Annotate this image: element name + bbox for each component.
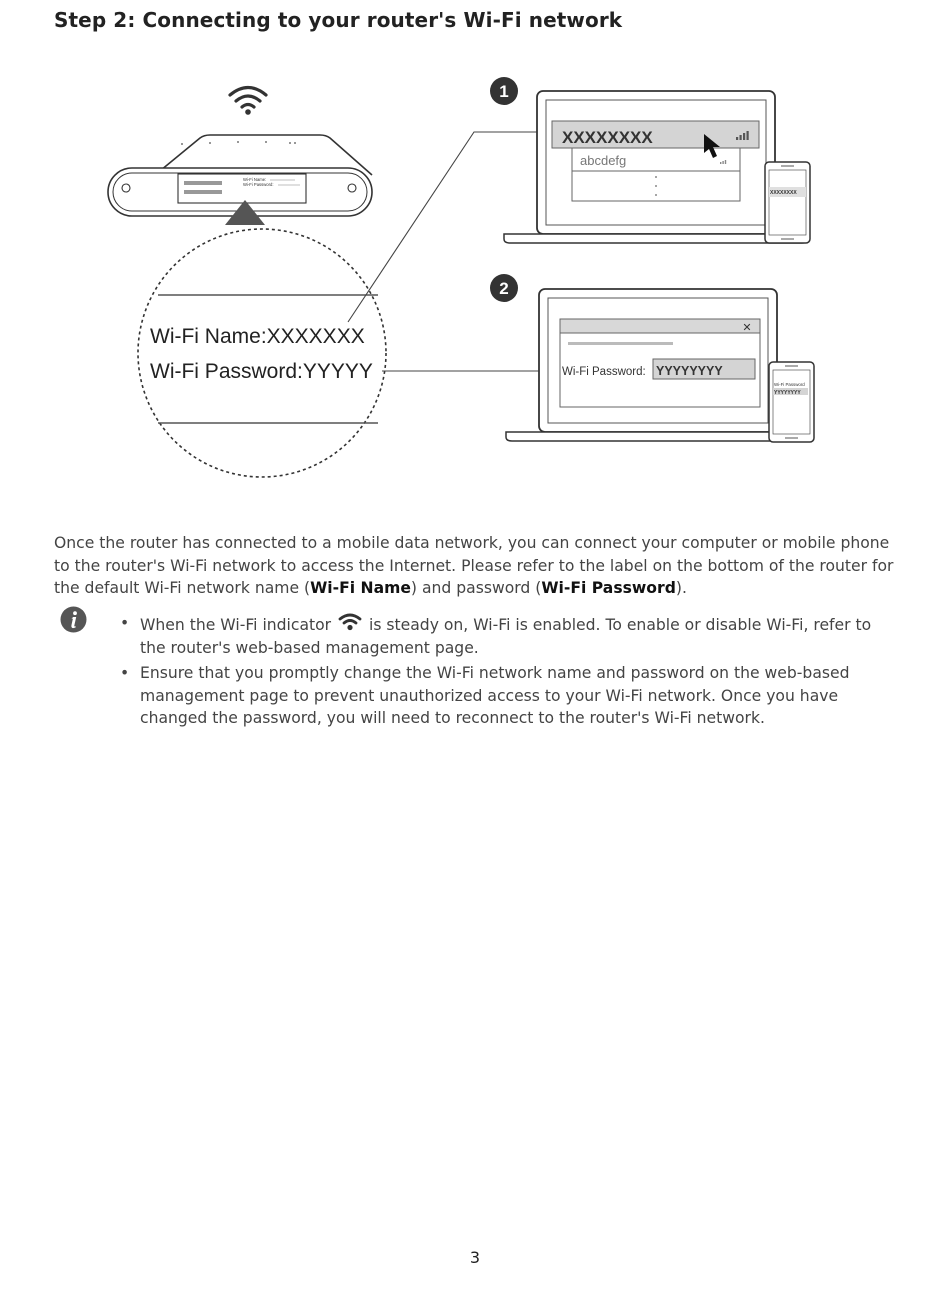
intro-paragraph: Once the router has connected to a mobil…	[54, 532, 896, 600]
phone-password-screen: Wi-Fi Password YYYYYYYY	[769, 362, 814, 442]
password-field-value: YYYYYYYY	[656, 364, 723, 378]
wifi-name-term: Wi-Fi Name	[310, 579, 411, 597]
mini-label-password: Wi-Fi Password:	[243, 182, 273, 187]
router-connection-illustration: Wi-Fi Name: Wi-Fi Password: Wi-Fi Name:X…	[100, 70, 820, 490]
phone-network-list: XXXXXXXX	[765, 162, 810, 243]
wifi-signal-icon	[230, 88, 266, 115]
close-icon: ✕	[742, 321, 751, 334]
laptop-network-list: XXXXXXXX abcdefg	[504, 91, 808, 243]
router-device: Wi-Fi Name: Wi-Fi Password:	[108, 135, 372, 225]
ssid-other: abcdefg	[580, 153, 626, 168]
wifi-indicator-icon	[336, 612, 364, 632]
phone-password-value: YYYYYYYY	[774, 390, 801, 396]
laptop-password-dialog: ✕ Wi-Fi Password: YYYYYYYY	[506, 289, 812, 441]
password-field-label: Wi-Fi Password:	[562, 366, 646, 378]
wifi-name-label: Wi-Fi Name:XXXXXXX	[150, 325, 365, 348]
note-item: •When the Wi-Fi indicator is steady on, …	[120, 612, 896, 659]
wifi-password-label: Wi-Fi Password:YYYYY	[150, 360, 373, 383]
svg-text:2: 2	[499, 279, 508, 298]
phone-ssid: XXXXXXXX	[770, 190, 797, 196]
ssid-selected: XXXXXXXX	[562, 128, 653, 147]
phone-password-label: Wi-Fi Password	[774, 382, 805, 387]
svg-text:1: 1	[499, 82, 508, 101]
wifi-password-term: Wi-Fi Password	[541, 579, 676, 597]
page-title: Step 2: Connecting to your router's Wi-F…	[54, 8, 622, 32]
note-item: •Ensure that you promptly change the Wi-…	[120, 662, 896, 730]
page-number: 3	[0, 1248, 950, 1267]
notes-list: •When the Wi-Fi indicator is steady on, …	[120, 612, 896, 733]
info-icon	[60, 606, 87, 633]
magnified-label-circle	[138, 229, 386, 477]
